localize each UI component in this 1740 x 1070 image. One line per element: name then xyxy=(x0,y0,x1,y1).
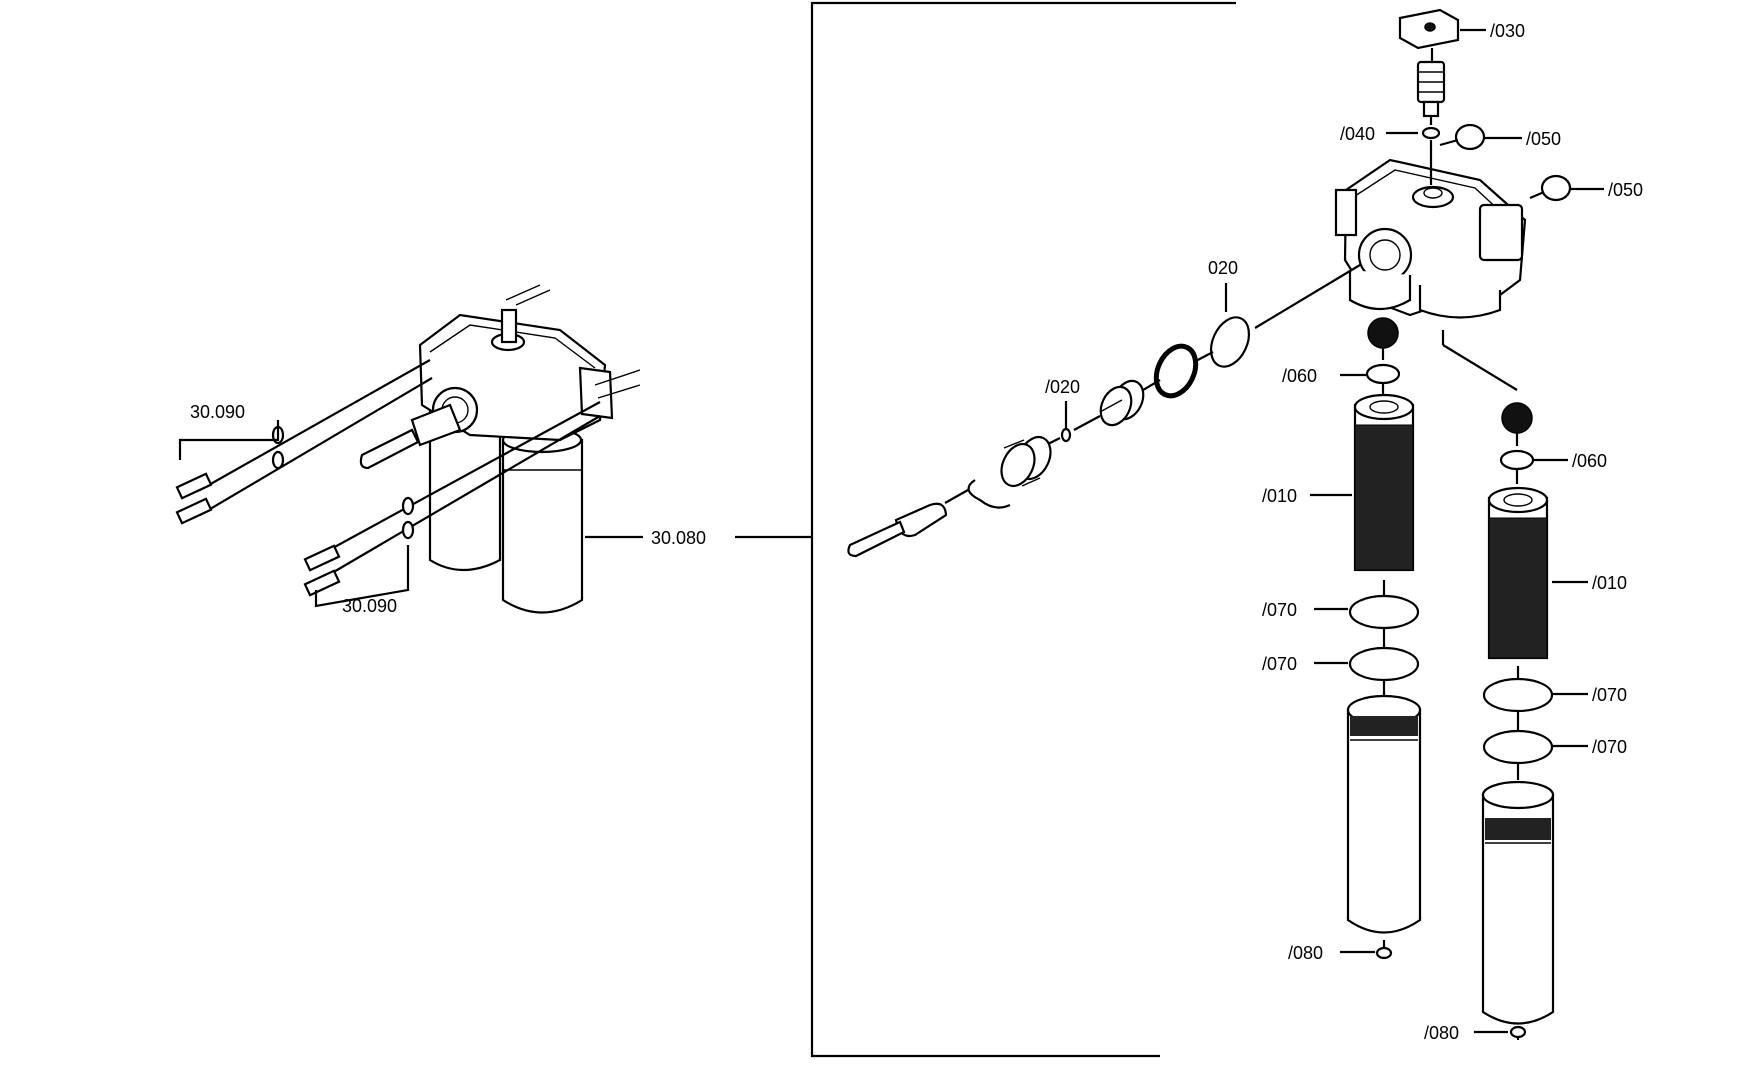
spring-clip xyxy=(967,479,1011,509)
washer-040 xyxy=(1421,126,1441,140)
label-050-a: /050 xyxy=(1526,129,1561,149)
label-050-b: /050 xyxy=(1608,180,1643,200)
seal-ring-dark xyxy=(1153,343,1199,399)
label-30090-bottom: 30.090 xyxy=(342,596,397,616)
seal-020-large xyxy=(1209,316,1251,368)
label-070-left-a: /070 xyxy=(1262,600,1297,620)
label-060-left: /060 xyxy=(1282,366,1317,386)
label-080-right: /080 xyxy=(1424,1023,1459,1043)
label-30080: 30.080 xyxy=(651,528,706,548)
assembly-bracket xyxy=(585,1,1236,1058)
piston xyxy=(1000,435,1052,488)
filter-head-exploded xyxy=(1334,158,1527,319)
label-070-right-a: /070 xyxy=(1592,685,1627,705)
label-070-right-b: /070 xyxy=(1592,737,1627,757)
o-ring-050-b xyxy=(1540,174,1572,202)
filter-stack-left xyxy=(1346,317,1422,960)
lever-handle xyxy=(847,502,948,558)
bolt-set-upper xyxy=(175,420,285,525)
label-060-right: /060 xyxy=(1572,451,1607,471)
valve-disc xyxy=(1099,379,1145,427)
label-020-right: 020 xyxy=(1208,258,1238,278)
o-ring-050-a xyxy=(1454,123,1486,151)
valve-stem xyxy=(1416,60,1446,125)
explode-axis-diagonal xyxy=(1254,264,1361,329)
label-030: /030 xyxy=(1490,21,1525,41)
assembled-filter-drawing xyxy=(199,284,641,614)
label-040: /040 xyxy=(1340,124,1375,144)
bolt-set-lower xyxy=(303,496,415,608)
label-010-left: /010 xyxy=(1262,486,1297,506)
filter-stack-right xyxy=(1481,402,1555,1040)
label-070-left-b: /070 xyxy=(1262,654,1297,674)
label-010-right: /010 xyxy=(1592,573,1627,593)
plug-block-030 xyxy=(1398,8,1460,62)
small-seal-020 xyxy=(1060,427,1072,443)
label-080-left: /080 xyxy=(1288,943,1323,963)
label-30090-top: 30.090 xyxy=(190,402,245,422)
label-020-left: /020 xyxy=(1045,377,1080,397)
